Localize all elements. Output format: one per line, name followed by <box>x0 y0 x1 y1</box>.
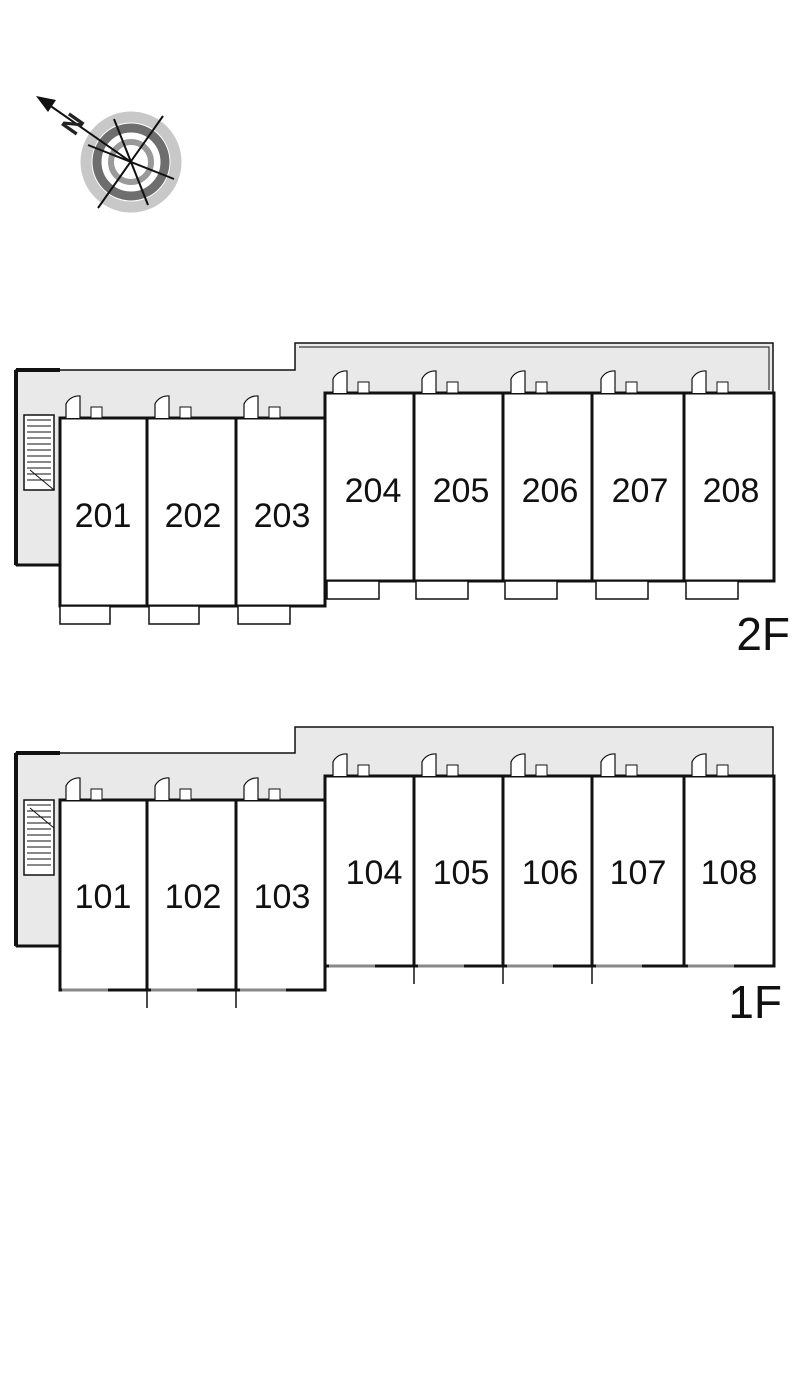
unit-105: 105 <box>412 753 505 984</box>
unit-label: 204 <box>345 472 402 510</box>
unit-label: 106 <box>522 854 579 892</box>
unit-label: 206 <box>522 472 579 510</box>
door-icon <box>243 777 281 801</box>
unit-207: 207 <box>590 370 686 600</box>
floor-2f: 201 202 203 204 205 <box>14 342 790 660</box>
unit-203: 203 <box>234 395 327 625</box>
unit-101: 101 <box>58 777 149 992</box>
unit-205: 205 <box>412 370 505 600</box>
floor-1f: 101 102 103 104 105 <box>14 726 782 1028</box>
door-icon <box>600 370 638 394</box>
unit-label: 205 <box>433 472 490 510</box>
unit-label: 101 <box>75 878 132 916</box>
door-icon <box>600 753 638 777</box>
unit-label: 103 <box>254 878 311 916</box>
staircase-icon <box>23 414 55 491</box>
floor-label-1f: 1F <box>728 976 782 1028</box>
unit-label: 108 <box>701 854 758 892</box>
floor-label-2f: 2F <box>736 608 790 660</box>
compass-rose-icon: N <box>36 96 182 213</box>
unit-201: 201 <box>58 395 149 625</box>
unit-label: 202 <box>165 497 222 535</box>
door-icon <box>510 370 548 394</box>
unit-label: 208 <box>703 472 760 510</box>
door-icon <box>691 753 729 777</box>
unit-label: 107 <box>610 854 667 892</box>
unit-label: 207 <box>612 472 669 510</box>
unit-107: 107 <box>590 753 686 984</box>
unit-label: 104 <box>346 854 403 892</box>
door-icon <box>154 395 192 419</box>
door-icon <box>243 395 281 419</box>
door-icon <box>65 777 103 801</box>
door-icon <box>510 753 548 777</box>
door-icon <box>421 753 459 777</box>
unit-202: 202 <box>145 395 238 625</box>
unit-108: 108 <box>682 753 776 968</box>
unit-label: 201 <box>75 497 132 535</box>
door-icon <box>421 370 459 394</box>
unit-204: 204 <box>323 370 416 600</box>
door-icon <box>154 777 192 801</box>
unit-102: 102 <box>145 777 238 1008</box>
unit-label: 102 <box>165 878 222 916</box>
unit-106: 106 <box>501 753 594 984</box>
door-icon <box>332 753 370 777</box>
unit-208: 208 <box>682 370 776 600</box>
unit-label: 105 <box>433 854 490 892</box>
door-icon <box>65 395 103 419</box>
unit-label: 203 <box>254 497 311 535</box>
unit-206: 206 <box>501 370 594 600</box>
door-icon <box>691 370 729 394</box>
unit-104: 104 <box>323 753 416 968</box>
door-icon <box>332 370 370 394</box>
staircase-icon <box>23 799 55 876</box>
unit-103: 103 <box>234 777 327 1008</box>
